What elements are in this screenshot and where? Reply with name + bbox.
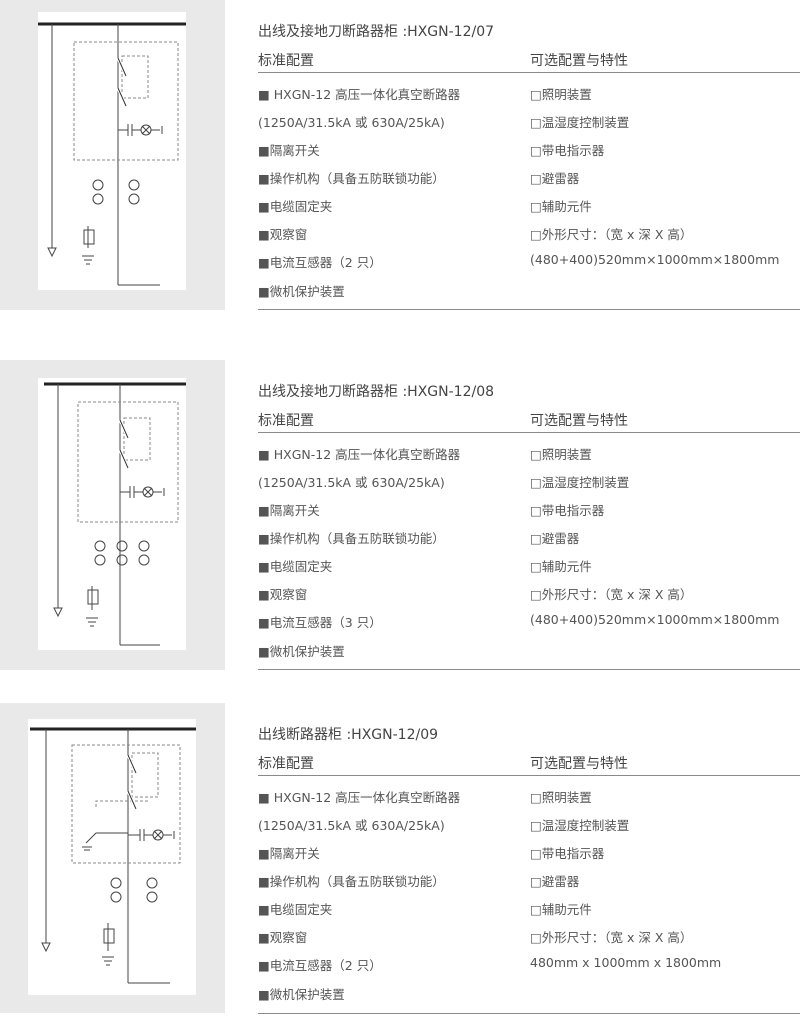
optional-config-header: 可选配置与特性 [530,53,628,69]
standard-item: ■操作机构（具备五防联锁功能） [258,171,445,186]
section-title: 出线断路器柜 :HXGN-12/09 [258,727,439,743]
standard-item: ■微机保护装置 [258,644,345,659]
standard-item: ■隔离开关 [258,503,320,518]
single-line-diagram-07 [38,12,186,290]
standard-item: ■操作机构（具备五防联锁功能） [258,531,445,546]
optional-item: □外形尺寸：（宽 x 深 X 高） [530,930,693,945]
standard-item: ■观察窗 [258,587,308,602]
optional-config-header: 可选配置与特性 [530,756,628,772]
optional-item: □辅助元件 [530,559,592,574]
standard-config-header: 标准配置 [258,53,314,69]
section-bottom-divider [258,669,800,670]
optional-item: □带电指示器 [530,143,605,158]
header-divider [258,775,800,776]
standard-item: (1250A/31.5kA 或 630A/25kA) [258,475,445,490]
optional-item: □外形尺寸：（宽 x 深 X 高） [530,227,693,242]
standard-item: ■电流互感器（2 只） [258,958,382,973]
standard-item: ■隔离开关 [258,143,320,158]
optional-item: (480+400)520mm×1000mm×1800mm [530,612,780,627]
standard-item: ■电缆固定夹 [258,559,333,574]
optional-item: □避雷器 [530,171,580,186]
optional-item: □带电指示器 [530,846,605,861]
standard-item: ■电缆固定夹 [258,902,333,917]
optional-item: □温湿度控制装置 [530,115,630,130]
standard-item: ■电流互感器（3 只） [258,615,382,630]
header-divider [258,72,800,73]
standard-item: ■电缆固定夹 [258,199,333,214]
optional-item: □照明装置 [530,87,592,102]
section-hxgn-12-09: 出线断路器柜 :HXGN-12/09 标准配置 可选配置与特性 ■ HXGN-1… [0,703,800,1033]
standard-item: ■观察窗 [258,227,308,242]
standard-item: ■隔离开关 [258,846,320,861]
standard-item: ■ HXGN-12 高压一体化真空断路器 [258,790,461,805]
section-title: 出线及接地刀断路器柜 :HXGN-12/08 [258,384,495,400]
optional-item: □避雷器 [530,874,580,889]
optional-item: □温湿度控制装置 [530,818,630,833]
standard-config-header: 标准配置 [258,413,314,429]
section-bottom-divider [258,1013,800,1014]
optional-item: (480+400)520mm×1000mm×1800mm [530,252,780,267]
optional-item: □照明装置 [530,790,592,805]
section-hxgn-12-08: 出线及接地刀断路器柜 :HXGN-12/08 标准配置 可选配置与特性 ■ HX… [0,360,800,690]
optional-item: □温湿度控制装置 [530,475,630,490]
optional-config-header: 可选配置与特性 [530,413,628,429]
optional-item: 480mm x 1000mm x 1800mm [530,955,722,970]
optional-item: □照明装置 [530,447,592,462]
standard-item: ■电流互感器（2 只） [258,255,382,270]
standard-item: (1250A/31.5kA 或 630A/25kA) [258,115,445,130]
circuit-diagram-08 [0,360,225,670]
optional-item: □避雷器 [530,531,580,546]
single-line-diagram-08 [38,378,186,650]
standard-item: ■微机保护装置 [258,987,345,1002]
circuit-diagram-09 [0,703,225,1013]
optional-item: □辅助元件 [530,902,592,917]
optional-item: □带电指示器 [530,503,605,518]
header-divider [258,432,800,433]
circuit-diagram-07 [0,0,225,310]
standard-item: (1250A/31.5kA 或 630A/25kA) [258,818,445,833]
standard-item: ■ HXGN-12 高压一体化真空断路器 [258,447,461,462]
standard-config-header: 标准配置 [258,756,314,772]
standard-item: ■操作机构（具备五防联锁功能） [258,874,445,889]
standard-item: ■观察窗 [258,930,308,945]
optional-item: □辅助元件 [530,199,592,214]
standard-item: ■ HXGN-12 高压一体化真空断路器 [258,87,461,102]
standard-item: ■微机保护装置 [258,284,345,299]
single-line-diagram-09 [28,719,196,995]
section-bottom-divider [258,309,800,310]
optional-item: □外形尺寸：（宽 x 深 X 高） [530,587,693,602]
section-hxgn-12-07: 出线及接地刀断路器柜 :HXGN-12/07 标准配置 可选配置与特性 ■ HX… [0,0,800,330]
section-title: 出线及接地刀断路器柜 :HXGN-12/07 [258,24,495,40]
